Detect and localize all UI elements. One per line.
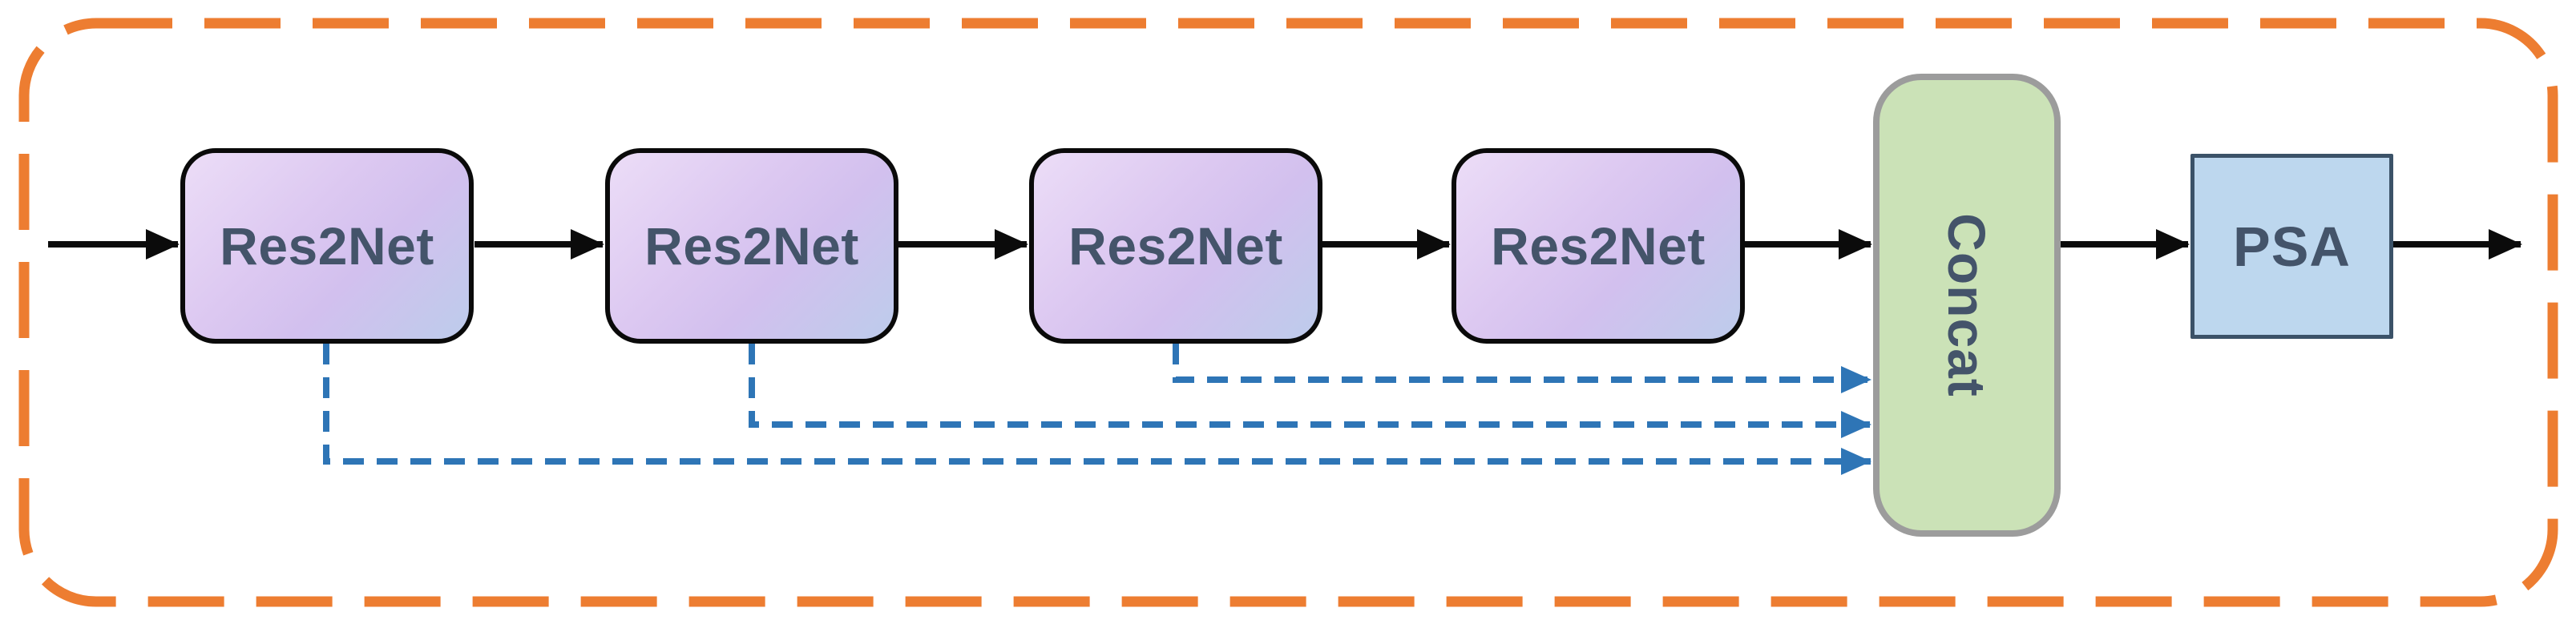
- outer-dashed-border: [18, 18, 2558, 607]
- res2net-block-4: Res2Net: [1452, 148, 1745, 344]
- res2net-block-1-label: Res2Net: [220, 216, 434, 276]
- skip-connection-res2net-3-to-concat: [1173, 344, 1871, 393]
- skip-connection-res2net-2-to-concat: [749, 344, 1871, 438]
- res2net-block-3: Res2Net: [1029, 148, 1322, 344]
- res2net-block-4-label: Res2Net: [1491, 216, 1706, 276]
- res2net-block-2-label: Res2Net: [644, 216, 859, 276]
- skip-connection-res2net-1-to-concat: [323, 344, 1871, 475]
- psa-block: PSA: [2190, 154, 2393, 339]
- res2net-block-1: Res2Net: [180, 148, 474, 344]
- psa-block-label: PSA: [2233, 215, 2351, 278]
- concat-block-label: Concat: [1937, 213, 1997, 397]
- res2net-block-3-label: Res2Net: [1068, 216, 1283, 276]
- res2net-block-2: Res2Net: [605, 148, 898, 344]
- concat-block: Concat: [1873, 74, 2061, 537]
